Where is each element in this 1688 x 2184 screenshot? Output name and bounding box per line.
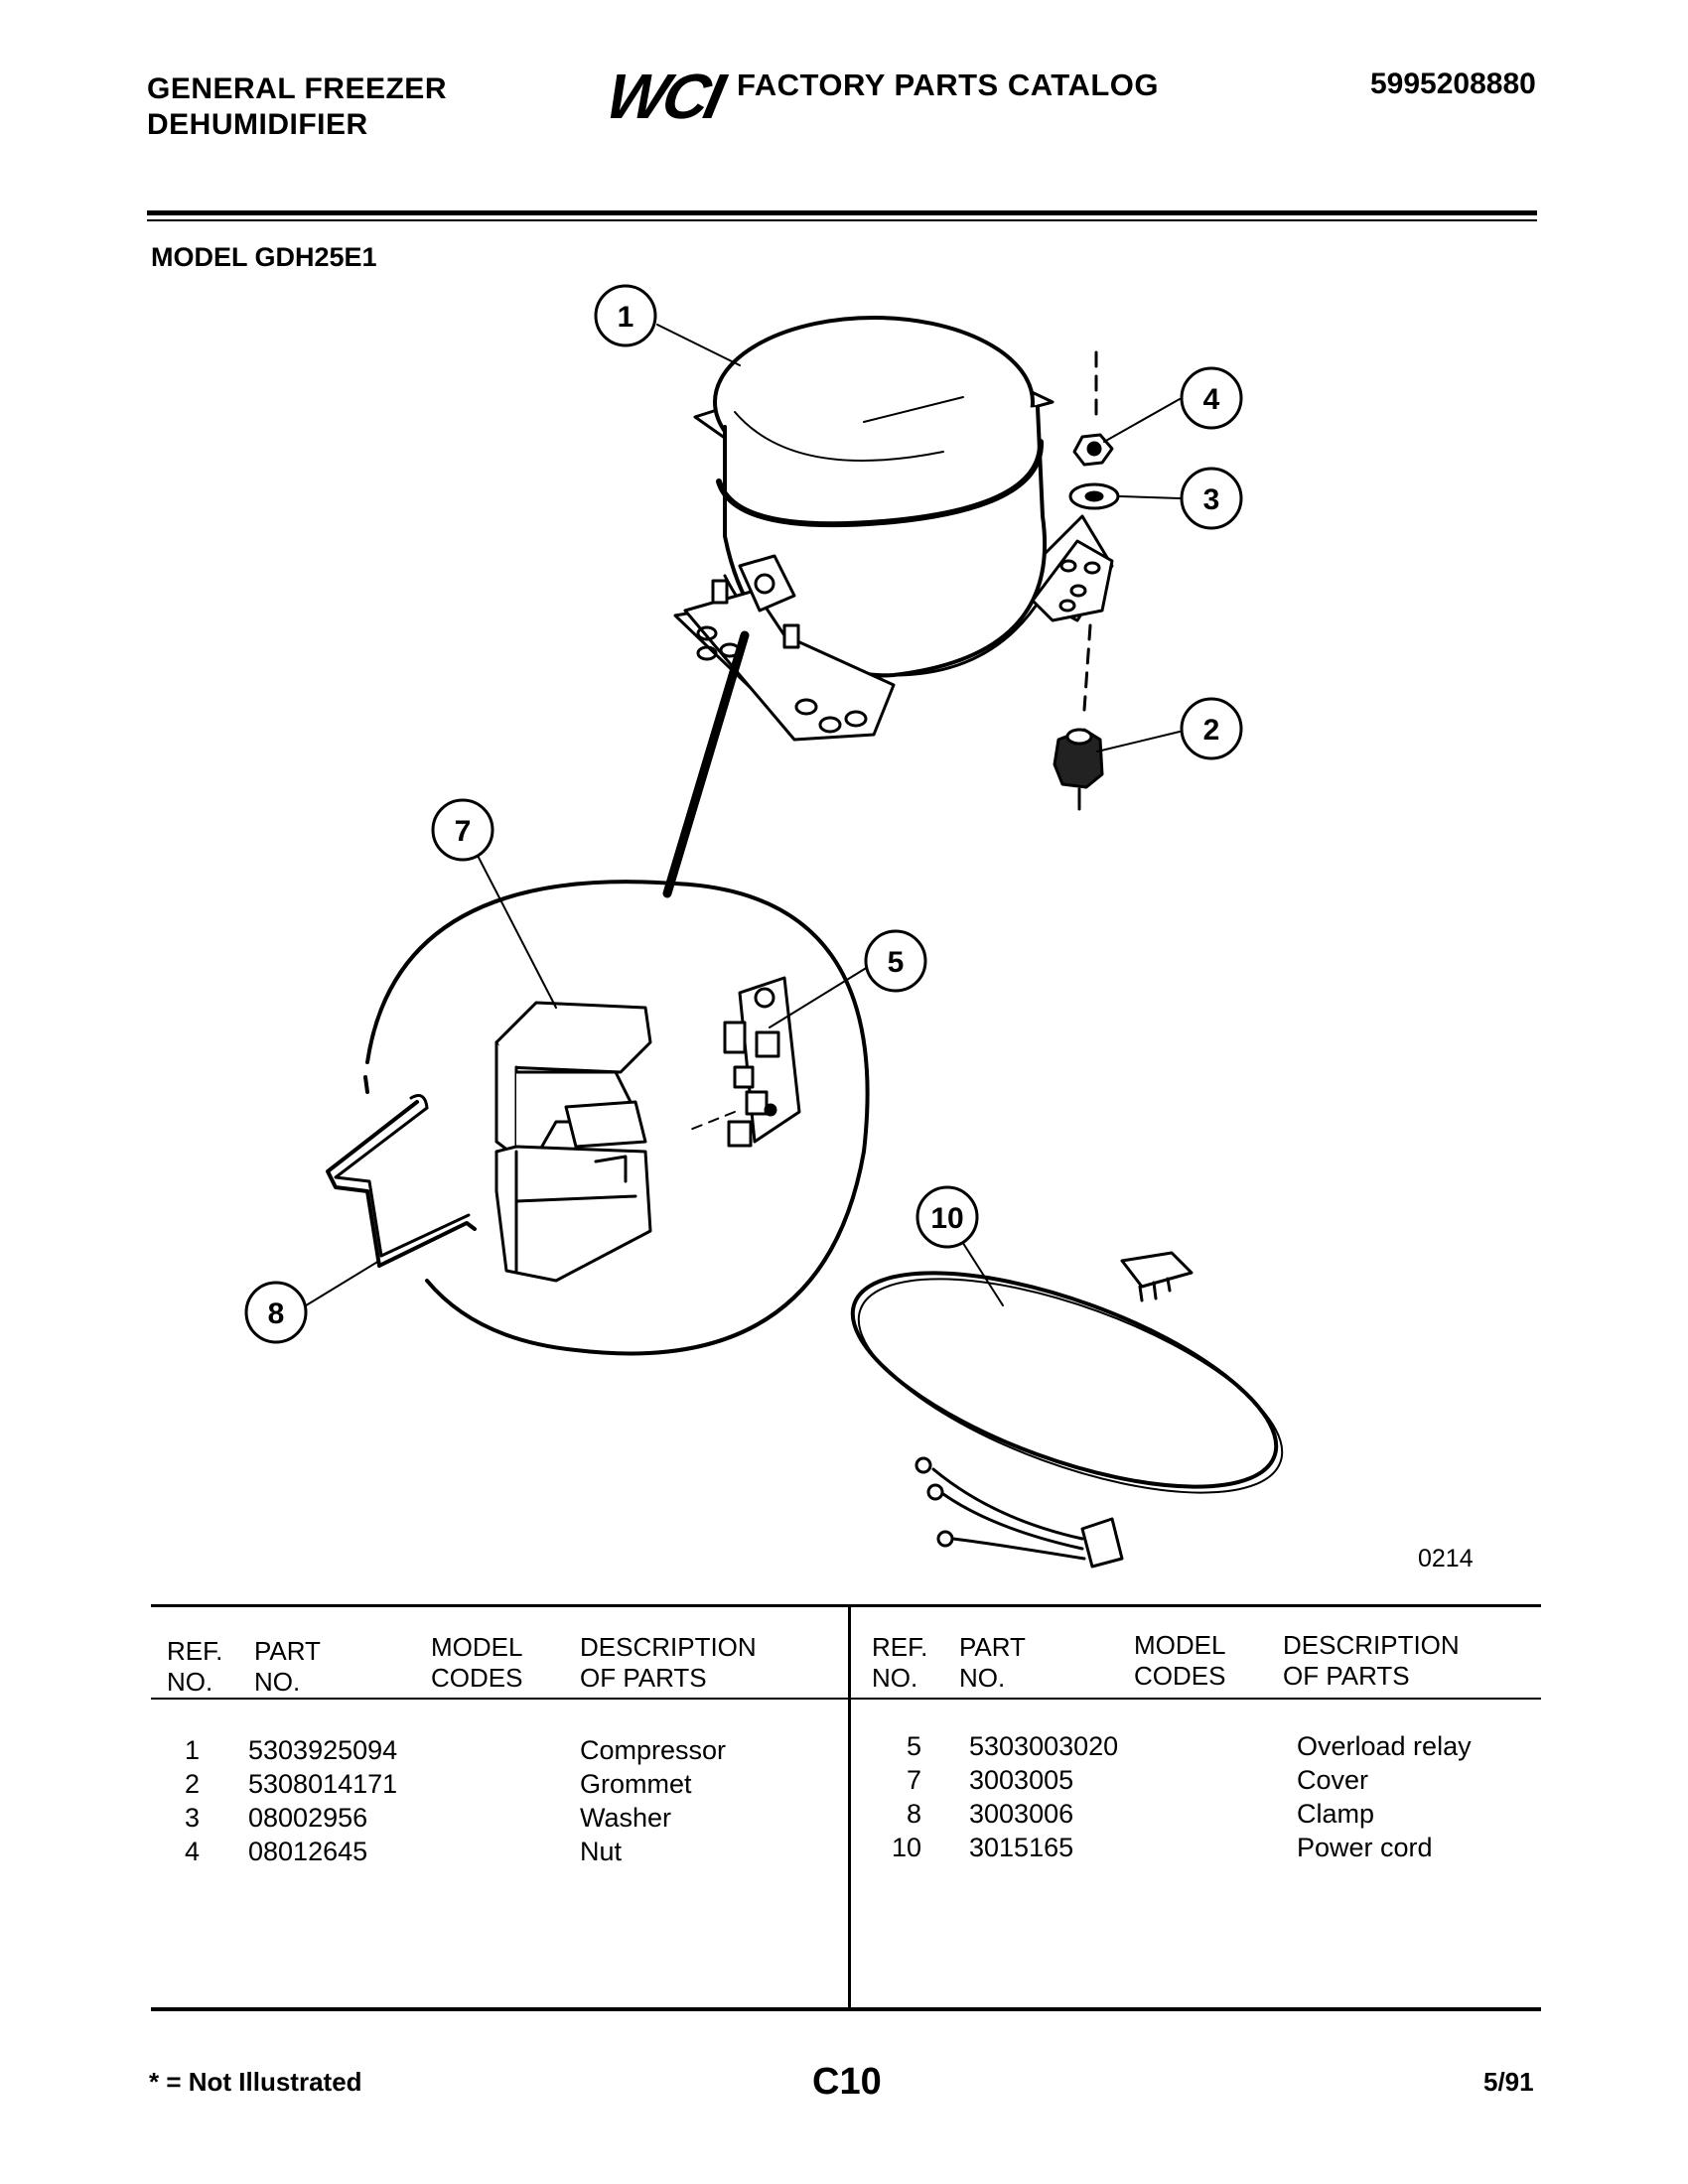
svg-text:4: 4 (1203, 383, 1220, 416)
header-desc-line2: OF PARTS (1283, 1661, 1410, 1691)
callout-4: 4 (1180, 366, 1243, 430)
table-row: 1 2 3 4 (185, 1733, 200, 1868)
callout-7: 7 (431, 798, 494, 862)
part-description: Overload relay (1297, 1731, 1472, 1761)
table-row: 5303925094 5308014171 08002956 08012645 (248, 1733, 397, 1868)
svg-text:3: 3 (1203, 483, 1220, 516)
header-part-line2: NO. (254, 1667, 301, 1697)
callout-3: 3 (1180, 467, 1243, 530)
exploded-parts-diagram: 1 2 3 4 5 7 8 10 (244, 284, 1284, 1569)
header-description-right: DESCRIPTION OF PARTS (1283, 1630, 1460, 1692)
part-no: 5303003020 (969, 1731, 1119, 1761)
ref-no: 8 (906, 1799, 921, 1829)
page-number: C10 (812, 2061, 882, 2103)
power-cord-illustration (850, 1251, 1284, 1569)
ref-no: 2 (185, 1769, 201, 1799)
header-desc-line1: DESCRIPTION (580, 1632, 757, 1662)
detail-pointer (662, 630, 750, 898)
callout-8: 8 (244, 1281, 308, 1344)
header-model-line1: MODEL (431, 1632, 523, 1662)
detail-circle (365, 880, 870, 1356)
part-no: 3003006 (969, 1799, 1074, 1829)
header-ref-no: REF. NO. (167, 1636, 222, 1698)
header-ref-line1: REF. (167, 1636, 223, 1666)
header-ref-line2: NO. (167, 1667, 213, 1697)
part-no: 3003005 (969, 1765, 1074, 1795)
ref-no: 10 (891, 1833, 921, 1862)
header-part-no-right: PART NO. (959, 1632, 1026, 1694)
header-model-line2: CODES (1134, 1661, 1226, 1691)
callout-2: 2 (1180, 697, 1243, 760)
part-description: Washer (580, 1803, 672, 1833)
svg-text:2: 2 (1203, 714, 1220, 747)
ref-no: 1 (185, 1735, 201, 1765)
header-ref-no-right: REF. NO. (872, 1632, 927, 1694)
part-no: 3015165 (969, 1833, 1074, 1862)
table-row: 5 7 8 10 (890, 1729, 921, 1864)
table-bottom-rule (151, 2007, 1541, 2011)
header-ref-line1: REF. (872, 1632, 928, 1662)
part-no: 5308014171 (248, 1769, 398, 1799)
part-description: Nut (580, 1837, 623, 1866)
svg-text:10: 10 (930, 1202, 963, 1235)
callout-1: 1 (594, 284, 657, 347)
table-row: 5303003020 3003005 3003006 3015165 (969, 1729, 1118, 1864)
svg-text:8: 8 (268, 1297, 285, 1330)
table-top-rule (151, 1604, 1541, 1607)
part-no: 5303925094 (248, 1735, 398, 1765)
table-row: Compressor Grommet Washer Nut (580, 1733, 726, 1868)
part-no: 08002956 (248, 1803, 368, 1833)
header-ref-line2: NO. (872, 1663, 918, 1693)
model-label: MODEL GDH25E1 (151, 242, 377, 272)
svg-text:7: 7 (455, 815, 472, 848)
ref-no: 5 (906, 1731, 921, 1761)
not-illustrated-note: * = Not Illustrated (149, 2067, 362, 2097)
product-title: GENERAL FREEZER DEHUMIDIFIER (147, 71, 447, 143)
ref-no: 7 (906, 1765, 921, 1795)
mounting-hardware-illustration (1053, 350, 1120, 811)
diagram-code: 0214 (1418, 1545, 1474, 1572)
clamp-illustration (326, 1094, 477, 1268)
svg-text:1: 1 (618, 301, 634, 334)
part-description: Cover (1297, 1765, 1369, 1795)
part-description: Clamp (1297, 1799, 1375, 1829)
catalog-title: FACTORY PARTS CATALOG (737, 68, 1159, 102)
header-divider-thin (147, 219, 1537, 221)
callout-5: 5 (864, 929, 927, 993)
table-header-rule (151, 1698, 1541, 1700)
compressor-illustration (673, 316, 1114, 742)
ref-no: 3 (185, 1803, 201, 1833)
overload-relay-illustration (684, 976, 801, 1148)
header-model-line2: CODES (431, 1663, 523, 1693)
header-desc-line2: OF PARTS (580, 1663, 707, 1693)
product-title-line2: DEHUMIDIFIER (147, 108, 368, 141)
header-model-codes: MODEL CODES (431, 1632, 522, 1694)
table-column-divider (848, 1604, 851, 2011)
part-description: Power cord (1297, 1833, 1433, 1862)
svg-text:5: 5 (888, 946, 905, 979)
catalog-number: 5995208880 (1370, 68, 1536, 100)
table-row: Overload relay Cover Clamp Power cord (1297, 1729, 1472, 1864)
header-model-codes-right: MODEL CODES (1134, 1630, 1225, 1692)
part-description: Grommet (580, 1769, 692, 1799)
part-no: 08012645 (248, 1837, 368, 1866)
header-description: DESCRIPTION OF PARTS (580, 1632, 757, 1694)
header-desc-line1: DESCRIPTION (1283, 1630, 1460, 1660)
callout-10: 10 (915, 1185, 979, 1249)
header-part-no: PART NO. (254, 1636, 321, 1698)
header-model-line1: MODEL (1134, 1630, 1226, 1660)
header-divider (147, 210, 1537, 215)
ref-no: 4 (185, 1837, 201, 1866)
revision-date: 5/91 (1483, 2067, 1534, 2097)
header-part-line1: PART (959, 1632, 1026, 1662)
part-description: Compressor (580, 1735, 727, 1765)
cover-illustration (494, 1001, 652, 1283)
header-part-line2: NO. (959, 1663, 1006, 1693)
header-part-line1: PART (254, 1636, 321, 1666)
product-title-line1: GENERAL FREEZER (147, 72, 447, 105)
